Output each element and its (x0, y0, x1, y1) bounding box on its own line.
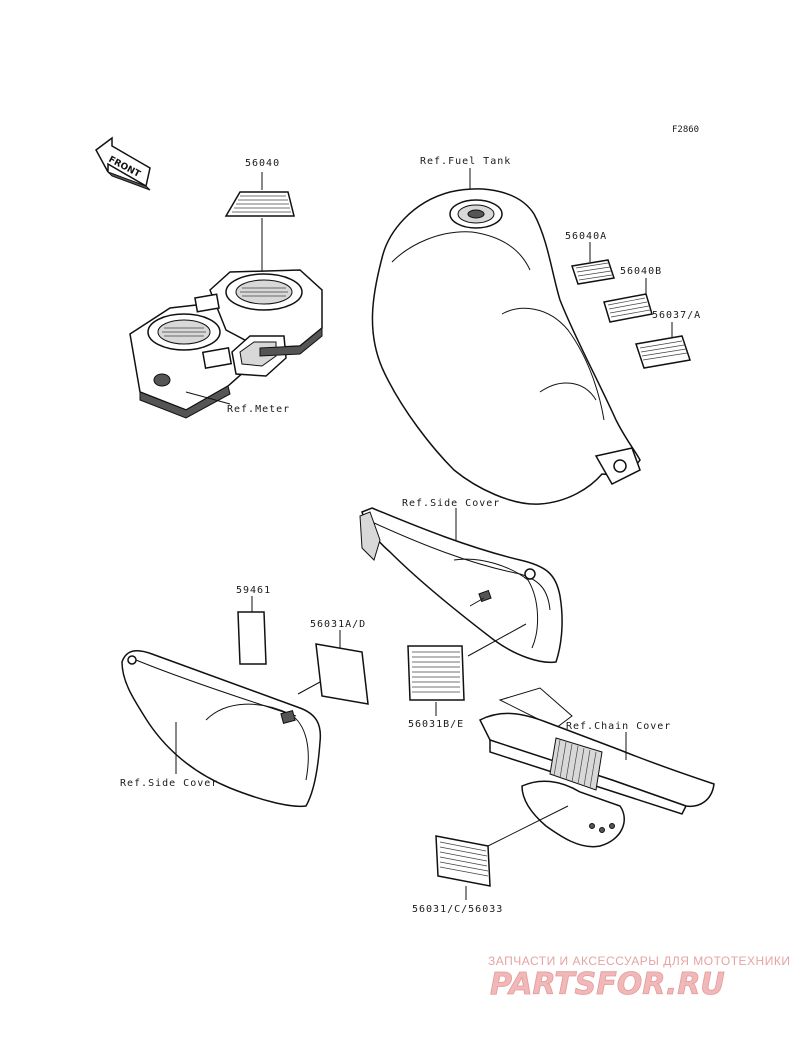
label-56031BE: 56031B/E (408, 719, 464, 730)
label-56040A: 56040A (565, 231, 607, 242)
decal-56031BE (407, 645, 465, 701)
label-56040: 56040 (245, 158, 280, 169)
label-ref-meter: Ref.Meter (227, 404, 290, 415)
label-ref-fuel-tank: Ref.Fuel Tank (420, 156, 511, 167)
grommet-icon (469, 589, 492, 607)
decal-56040B (603, 293, 653, 323)
decal-56037A (635, 335, 691, 369)
decal-56031AD (315, 643, 369, 705)
figure-id: F2860 (672, 125, 699, 135)
decal-59461 (237, 611, 267, 665)
label-59461: 59461 (236, 585, 271, 596)
fuel-tank: Ref.Fuel Tank 56040A 56040B 56037/A (371, 156, 701, 505)
chain-guide-ribs (549, 737, 603, 791)
decal-56040 (224, 191, 295, 217)
label-56040B: 56040B (620, 266, 662, 277)
label-ref-side-cover-upper: Ref.Side Cover (402, 498, 500, 509)
label-56037A: 56037/A (652, 310, 701, 321)
label-56031AD: 56031A/D (310, 619, 366, 630)
decal-56040A (571, 259, 615, 285)
meter-assembly: 56040 Ref.Meter (129, 158, 323, 419)
watermark-tagline: ЗАПЧАСТИ И АКСЕССУАРЫ ДЛЯ МОТОТЕХНИКИ (488, 954, 790, 968)
label-56031C-56033: 56031/C/56033 (412, 904, 503, 915)
watermark: ЗАПЧАСТИ И АКСЕССУАРЫ ДЛЯ МОТОТЕХНИКИ PA… (488, 954, 790, 1002)
label-ref-side-cover-lower: Ref.Side Cover (120, 778, 218, 789)
side-cover-right: Ref.Side Cover (359, 498, 563, 664)
decal-56031C-56033 (435, 835, 491, 887)
side-cover-left: 59461 56031A/D Ref.Side Cover (120, 585, 369, 808)
front-arrow-icon: FRONT (95, 136, 151, 191)
chain-cover: Ref.Chain Cover (478, 687, 715, 849)
label-ref-chain-cover: Ref.Chain Cover (566, 721, 671, 732)
watermark-brand: PARTSFOR.RU (490, 967, 725, 1002)
